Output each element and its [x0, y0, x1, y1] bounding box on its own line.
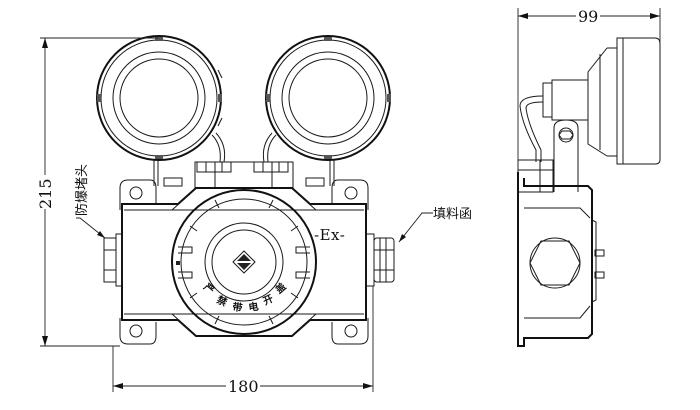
lamp-head-left	[96, 35, 223, 161]
warning-char: 电	[248, 300, 260, 314]
ex-mark: -Ex-	[314, 226, 345, 244]
warning-char: 盖	[273, 280, 289, 296]
cable-gland-right	[365, 233, 395, 287]
callout-left-port: 防爆堵头	[74, 164, 106, 239]
warning-char: 禁	[214, 293, 229, 309]
height-dimension-label: 215	[36, 178, 55, 209]
cover-warning-text: 严 禁 带 电 开 盖	[200, 280, 288, 314]
dimension-width: 180	[112, 286, 374, 396]
callout-label-right: 填料函	[433, 207, 472, 222]
warning-char: 严	[200, 280, 216, 296]
callout-right-port: 填料函	[398, 207, 472, 243]
width-dimension-label: 180	[228, 377, 259, 396]
round-cover	[171, 189, 317, 335]
depth-dimension-label: 99	[578, 7, 598, 26]
enclosure-body	[119, 179, 369, 345]
warning-char: 开	[261, 293, 275, 308]
dimension-depth: 99	[517, 6, 661, 172]
front-view: 严 禁 带 电 开 盖 -Ex-	[96, 35, 395, 345]
dimension-height: 215	[36, 37, 158, 347]
callout-label-left: 防爆堵头	[74, 164, 90, 216]
diamond-button-icon	[232, 250, 256, 274]
lamp-brackets	[153, 132, 335, 189]
lamp-head-right	[265, 35, 391, 161]
blanking-plug-left	[103, 233, 123, 287]
warning-char: 带	[232, 300, 244, 314]
side-view	[517, 37, 661, 347]
